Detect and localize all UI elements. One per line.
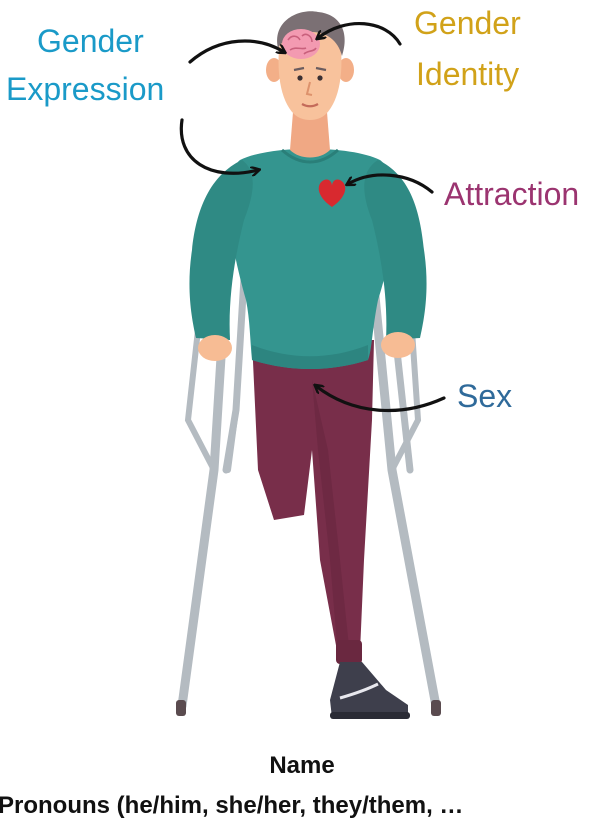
gender-identity-label-line2: Identity (416, 55, 519, 93)
gender-expression-label-line1: Gender (37, 22, 144, 60)
pronouns-caption: Pronouns (he/him, she/her, they/them, … (0, 792, 604, 820)
brain-icon (282, 29, 320, 59)
shoe (330, 662, 408, 718)
right-crutch-tip (431, 700, 441, 716)
attraction-label: Attraction (444, 175, 579, 213)
left-eye (297, 75, 302, 80)
pants-cuff (336, 640, 362, 664)
shoe-sole (330, 712, 410, 719)
arrow-gender-expression-top (190, 41, 284, 62)
right-eye (317, 75, 322, 80)
gender-expression-label-line2: Expression (6, 70, 164, 108)
sex-label: Sex (457, 377, 512, 415)
right-hand (381, 332, 415, 358)
left-hand (198, 335, 232, 361)
gender-identity-label-line1: Gender (414, 4, 521, 42)
name-caption: Name (0, 752, 604, 780)
left-crutch-tip (176, 700, 186, 716)
